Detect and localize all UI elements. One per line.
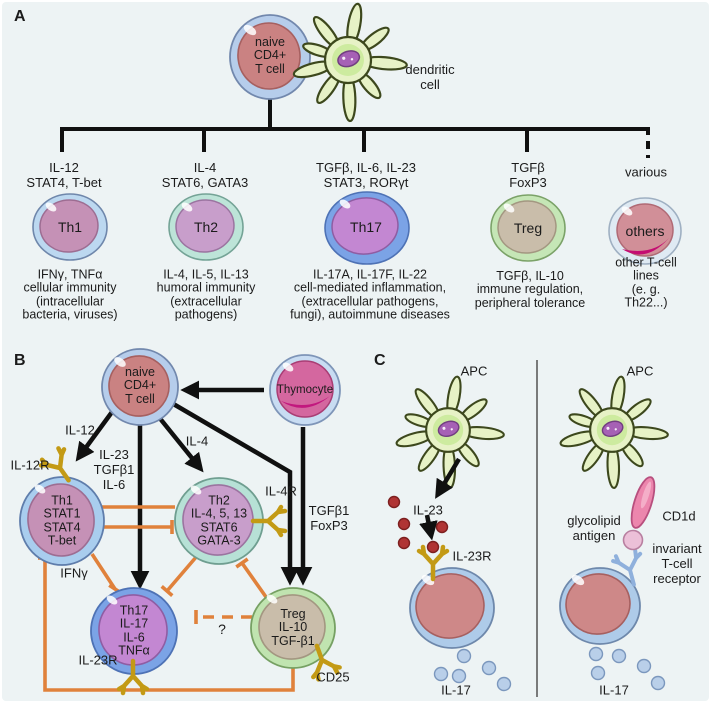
- ifng-label: IFNγ: [60, 565, 88, 581]
- t-cell-right: [559, 567, 641, 645]
- treg-inhibits-th2-line: [240, 561, 268, 599]
- th2-cell-b: [174, 477, 264, 565]
- treg-inhibits-th1-loop: [43, 558, 295, 692]
- naive-cd4-cell-a: [229, 14, 311, 100]
- naive-cd4-label-b: naive CD4+ T cell: [123, 364, 157, 406]
- il4r-label: IL-4R: [265, 483, 297, 499]
- il17-label-right: IL-17: [599, 682, 629, 698]
- th2-inhibits-th17-line: [165, 554, 199, 593]
- il12-arrow: [75, 410, 114, 462]
- thymocyte-cell: [269, 354, 341, 426]
- cd1d-label: CD1d: [662, 508, 696, 524]
- cd25-label: CD25: [316, 669, 350, 685]
- question-mark-label: ?: [218, 621, 226, 638]
- th2-cell-text: Th2 IL-4, 5, 13 STAT6 GATA-3: [190, 493, 248, 548]
- others-name: others: [625, 223, 665, 239]
- cd1d-molecule: [630, 476, 656, 529]
- il17-label-left: IL-17: [441, 682, 471, 698]
- naive-to-treg-arrow: [168, 400, 300, 586]
- th17-products: IL-17A, IL-17F, IL-22 cell-mediated infl…: [290, 267, 450, 322]
- th2-products: IL-4, IL-5, IL-13 humoral immunity (extr…: [156, 267, 256, 322]
- others-cell-a: [608, 197, 682, 265]
- others-magenta-crescent: [622, 238, 669, 255]
- th17-cell-b: [90, 587, 178, 675]
- th1-cell-a: [32, 193, 108, 261]
- panel-a-label: A: [14, 8, 26, 25]
- glycolipid-antigen-label: glycolipid antigen: [567, 513, 621, 543]
- treg-cell-b: [250, 587, 336, 669]
- il23-tgfb1-il6-label: IL-23 TGFβ1 IL-6: [93, 446, 135, 492]
- il17-dots-right: [588, 646, 666, 691]
- apc-left-label: APC: [460, 363, 488, 379]
- tgfb1-foxp3-label: TGFβ1 FoxP3: [308, 503, 350, 533]
- il23r-label-b: IL-23R: [78, 652, 118, 668]
- dendritic-cell-label: dendritic cell: [405, 62, 455, 92]
- il4-label: IL-4: [185, 433, 209, 449]
- th17-inducers: TGFβ, IL-6, IL-23 STAT3, RORγt: [316, 160, 416, 190]
- treg-products: TGFβ, IL-10 immune regulation, periphera…: [474, 269, 586, 310]
- panel-b-arrows: [75, 380, 313, 590]
- naive-cd4-cell-b: [101, 348, 179, 426]
- il23r-label-c: IL-23R: [452, 548, 492, 564]
- th1-inducers: IL-12 STAT4, T-bet: [26, 160, 102, 190]
- th17-name: Th17: [350, 219, 382, 235]
- il23-label-c: IL-23: [413, 502, 443, 518]
- th17-cell-a: [324, 191, 410, 265]
- naive-cd4-label-a: naive CD4+ T cell: [253, 34, 287, 76]
- thymocyte-label: Thymocyte: [276, 383, 334, 396]
- th1-inhibits-th17-line: [90, 553, 117, 590]
- t-cell-left: [409, 567, 495, 649]
- il12r-label: IL-12R: [10, 457, 50, 473]
- treg-cell-a: [490, 194, 566, 262]
- il17-dots-left: [433, 648, 512, 692]
- th1-name: Th1: [57, 219, 83, 235]
- apc-right-label: APC: [626, 363, 654, 379]
- th2-name: Th2: [193, 219, 219, 235]
- others-products: other T-cell lines (e. g. Th22...): [615, 255, 677, 310]
- lineage-tree: [60, 97, 650, 158]
- il4-arrow: [156, 414, 204, 473]
- th1-cell-b: [19, 476, 105, 566]
- th1-cell-text: Th1 STAT1 STAT4 T-bet: [43, 493, 81, 548]
- th1-products: IFNγ, TNFα cellular immunity (intracellu…: [22, 267, 118, 322]
- th17-cell-text: Th17 IL-17 IL-6 TNFα: [118, 603, 150, 658]
- th2-cell-a: [168, 193, 244, 261]
- glycolipid-antigen-icon: [622, 529, 644, 551]
- th2-inducers: IL-4 STAT6, GATA3: [161, 160, 249, 190]
- invariant-tcr-label: invariant T-cell receptor: [652, 540, 702, 586]
- il12-label: IL-12: [65, 422, 95, 438]
- treg-name: Treg: [513, 220, 543, 236]
- various-label: various: [625, 164, 667, 180]
- il23-dot-bound: [426, 540, 440, 554]
- treg-inducers: TGFβ FoxP3: [509, 160, 547, 190]
- panel-b-label: B: [14, 352, 26, 369]
- il23-secretion-arrows: [419, 457, 461, 541]
- treg-cell-text: Treg IL-10 TGF-β1: [271, 606, 315, 648]
- panel-c-label: C: [374, 352, 386, 369]
- il23-dots: [387, 495, 449, 550]
